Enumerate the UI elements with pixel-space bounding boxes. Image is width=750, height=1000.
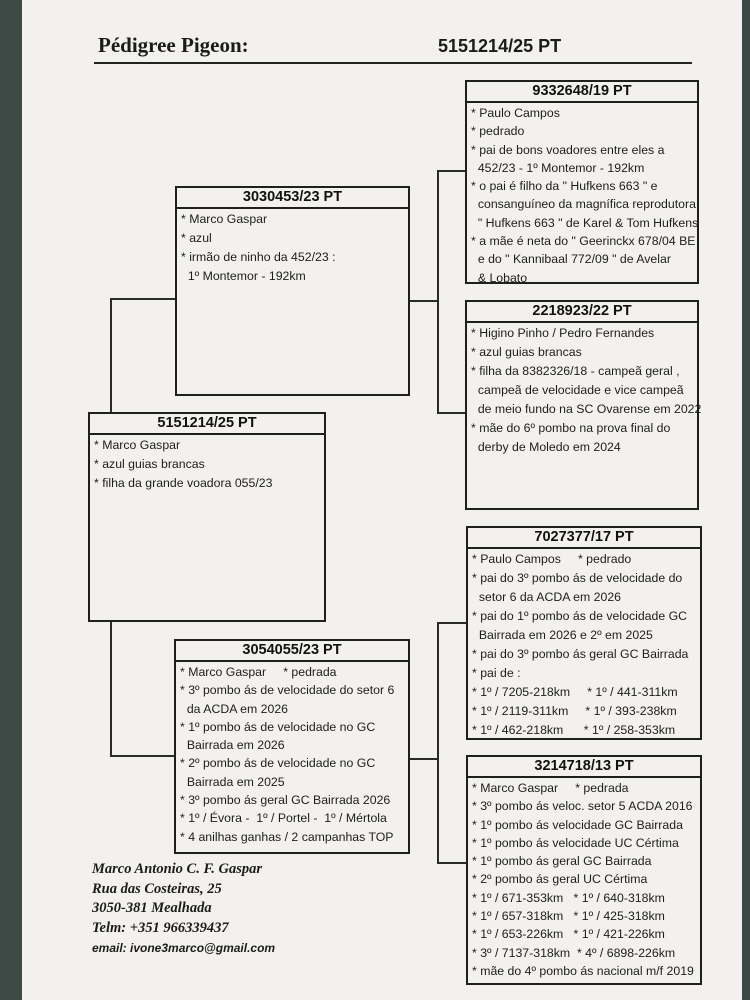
connector-to-sire	[110, 298, 176, 300]
box-details: * Paulo Campos * pedrado * pai do 3º pom…	[468, 549, 700, 740]
detail-line: * Marco Gaspar * pedrada	[472, 781, 629, 795]
connector-to-dam	[110, 755, 176, 757]
detail-line: * 1º pombo ás geral GC Bairrada	[472, 854, 652, 869]
box-details: * Higino Pinho / Pedro Fernandes * azul …	[467, 323, 702, 457]
owner-name: Marco Antonio C. F. Gaspar	[92, 861, 263, 877]
connector-to-dam-dam	[437, 862, 467, 864]
subject-box: 5151214/25 PT * Marco Gaspar * azul guia…	[88, 412, 326, 622]
box-ring-number: 2218923/22 PT	[467, 302, 697, 323]
connector-sire-out	[409, 300, 438, 302]
detail-line: * mãe do 4º pombo ás nacional m/f 2019	[472, 963, 694, 978]
connector-to-dam-sire	[437, 622, 467, 624]
detail-line: Bairrada em 2026 e 2º em 2025	[472, 628, 653, 642]
box-details: * Marco Gaspar * pedrada * 3º pombo ás d…	[176, 662, 408, 846]
detail-line: 452/23 - 1º Montemor - 192km	[471, 160, 645, 175]
sire-box: 3030453/23 PT * Marco Gaspar * azul * ir…	[175, 186, 410, 396]
detail-line: * pai de bons voadores entre eles a	[471, 142, 665, 157]
detail-line: 1º Montemor - 192km	[181, 269, 306, 283]
detail-line: * 3º pombo ás veloc. setor 5 ACDA 2016	[472, 799, 693, 814]
detail-line: * 3º pombo ás geral GC Bairrada 2026	[180, 793, 391, 808]
detail-line: * 2º pombo ás de velocidade no GC	[180, 756, 376, 771]
detail-line: derby de Moledo em 2024	[471, 440, 621, 454]
detail-line: * azul guias brancas	[471, 345, 582, 359]
box-details: * Paulo Campos * pedrado * pai de bons v…	[467, 103, 699, 287]
detail-line: * 1º pombo ás de velocidade no GC	[180, 719, 376, 734]
detail-line: * filha da 8382326/18 - campeã geral ,	[471, 364, 680, 378]
detail-line: * o pai é filho da " Hufkens 663 " e	[471, 179, 658, 194]
detail-line: * pai do 3º pombo ás geral GC Bairrada	[472, 647, 689, 661]
box-ring-number: 9332648/19 PT	[467, 82, 697, 103]
detail-line: * Marco Gaspar	[181, 212, 268, 226]
detail-line: Bairrada em 2026	[180, 738, 285, 753]
owner-email: email: ivone3marco@gmail.com	[92, 941, 276, 955]
connector-dam-vertical	[437, 622, 439, 864]
dam-box: 3054055/23 PT * Marco Gaspar * pedrada *…	[174, 639, 410, 854]
box-details: * Marco Gaspar * azul * irmão de ninho d…	[177, 209, 408, 286]
detail-line: * 3º pombo ás de velocidade do setor 6	[180, 683, 395, 698]
detail-line: consanguíneo da magnífica reprodutora	[471, 197, 696, 212]
detail-line: * Higino Pinho / Pedro Fernandes	[471, 326, 655, 340]
detail-line: * pedrado	[471, 124, 525, 139]
box-details: * Marco Gaspar * pedrada * 3º pombo ás v…	[468, 778, 700, 980]
owner-contact-block: Marco Antonio C. F. Gaspar Rua das Coste…	[92, 860, 275, 957]
detail-line: * Paulo Campos	[471, 106, 560, 120]
detail-line: setor 6 da ACDA em 2026	[472, 590, 622, 604]
detail-line: * 1º / 657-318km * 1º / 425-318km	[472, 909, 665, 924]
detail-line: * Marco Gaspar	[94, 438, 181, 452]
detail-line: * 1º / 462-218km * 1º / 258-353km	[472, 723, 676, 737]
detail-line: * 1º / 2119-311km * 1º / 393-238km	[472, 704, 677, 718]
grandsire-paternal-box: 9332648/19 PT * Paulo Campos * pedrado *…	[465, 80, 699, 287]
detail-line: * pai de :	[472, 666, 521, 680]
detail-line: * 1º / Évora - 1º / Portel - 1º / Mértol…	[180, 811, 387, 826]
grandsire-maternal-box: 7027377/17 PT * Paulo Campos * pedrado *…	[466, 526, 702, 740]
box-ring-number: 7027377/17 PT	[468, 528, 700, 549]
detail-line: * pai do 3º pombo ás de velocidade do	[472, 571, 683, 585]
detail-line: * 2º pombo ás geral UC Cértima	[472, 872, 648, 887]
detail-line: " Hufkens 663 " de Karel & Tom Hufkens	[471, 215, 699, 230]
detail-line: e do " Kannibaal 772/09 " de Avelar	[471, 252, 671, 267]
detail-line: * 4 anilhas ganhas / 2 campanhas TOP	[180, 829, 394, 844]
detail-line: * mãe do 6º pombo na prova final do	[471, 421, 671, 435]
detail-line: * irmão de ninho da 452/23 :	[181, 250, 336, 264]
granddam-maternal-box: 3214718/13 PT * Marco Gaspar * pedrada *…	[466, 755, 702, 985]
detail-line: * 1º / 7205-218km * 1º / 441-311km	[472, 685, 678, 699]
detail-line: da ACDA em 2026	[180, 701, 289, 716]
detail-line: * 3º / 7137-318km * 4º / 6898-226km	[472, 945, 676, 960]
detail-line: * 1º / 671-353km * 1º / 640-318km	[472, 890, 665, 905]
owner-street: Rua das Costeiras, 25	[92, 880, 222, 897]
connector-to-sire-sire	[437, 170, 466, 172]
connector-sire-vertical	[437, 170, 439, 413]
box-ring-number: 3054055/23 PT	[176, 641, 408, 662]
detail-line: * 1º / 653-226km * 1º / 421-226km	[472, 927, 665, 942]
detail-line: * a mãe é neta do " Geerinckx 678/04 BE	[471, 234, 696, 249]
page-title: Pédigree Pigeon:	[98, 33, 249, 57]
detail-line: * azul guias brancas	[94, 457, 205, 471]
detail-line: * Marco Gaspar * pedrada	[180, 665, 337, 679]
detail-line: campeã de velocidade e vice campeã	[471, 383, 684, 397]
detail-line: * 1º pombo ás velocidade GC Bairrada	[472, 817, 683, 832]
connector-dam-out	[409, 758, 439, 760]
owner-city: 3050-381 Mealhada	[92, 900, 212, 916]
granddam-paternal-box: 2218923/22 PT * Higino Pinho / Pedro Fer…	[465, 300, 702, 510]
detail-line: Bairrada em 2025	[180, 774, 285, 789]
detail-line: de meio fundo na SC Ovarense em 2022	[471, 402, 702, 416]
detail-line: * 1º pombo ás velocidade UC Cértima	[472, 835, 679, 850]
box-ring-number: 5151214/25 PT	[90, 414, 324, 435]
detail-line: * filha da grande voadora 055/23	[94, 476, 273, 490]
box-details: * Marco Gaspar * azul guias brancas * fi…	[90, 435, 324, 493]
detail-line: & Lobato	[471, 270, 528, 285]
detail-line: * Paulo Campos * pedrado	[472, 552, 632, 566]
box-ring-number: 3030453/23 PT	[177, 188, 408, 209]
connector-to-sire-dam	[437, 412, 466, 414]
header-rule	[94, 62, 692, 64]
detail-line: * pai do 1º pombo ás de velocidade GC	[472, 609, 688, 623]
detail-line: * azul	[181, 231, 212, 245]
box-ring-number: 3214718/13 PT	[468, 757, 700, 778]
owner-phone: Telm: +351 966339437	[92, 919, 229, 936]
page-ring-number: 5151214/25 PT	[438, 36, 562, 56]
